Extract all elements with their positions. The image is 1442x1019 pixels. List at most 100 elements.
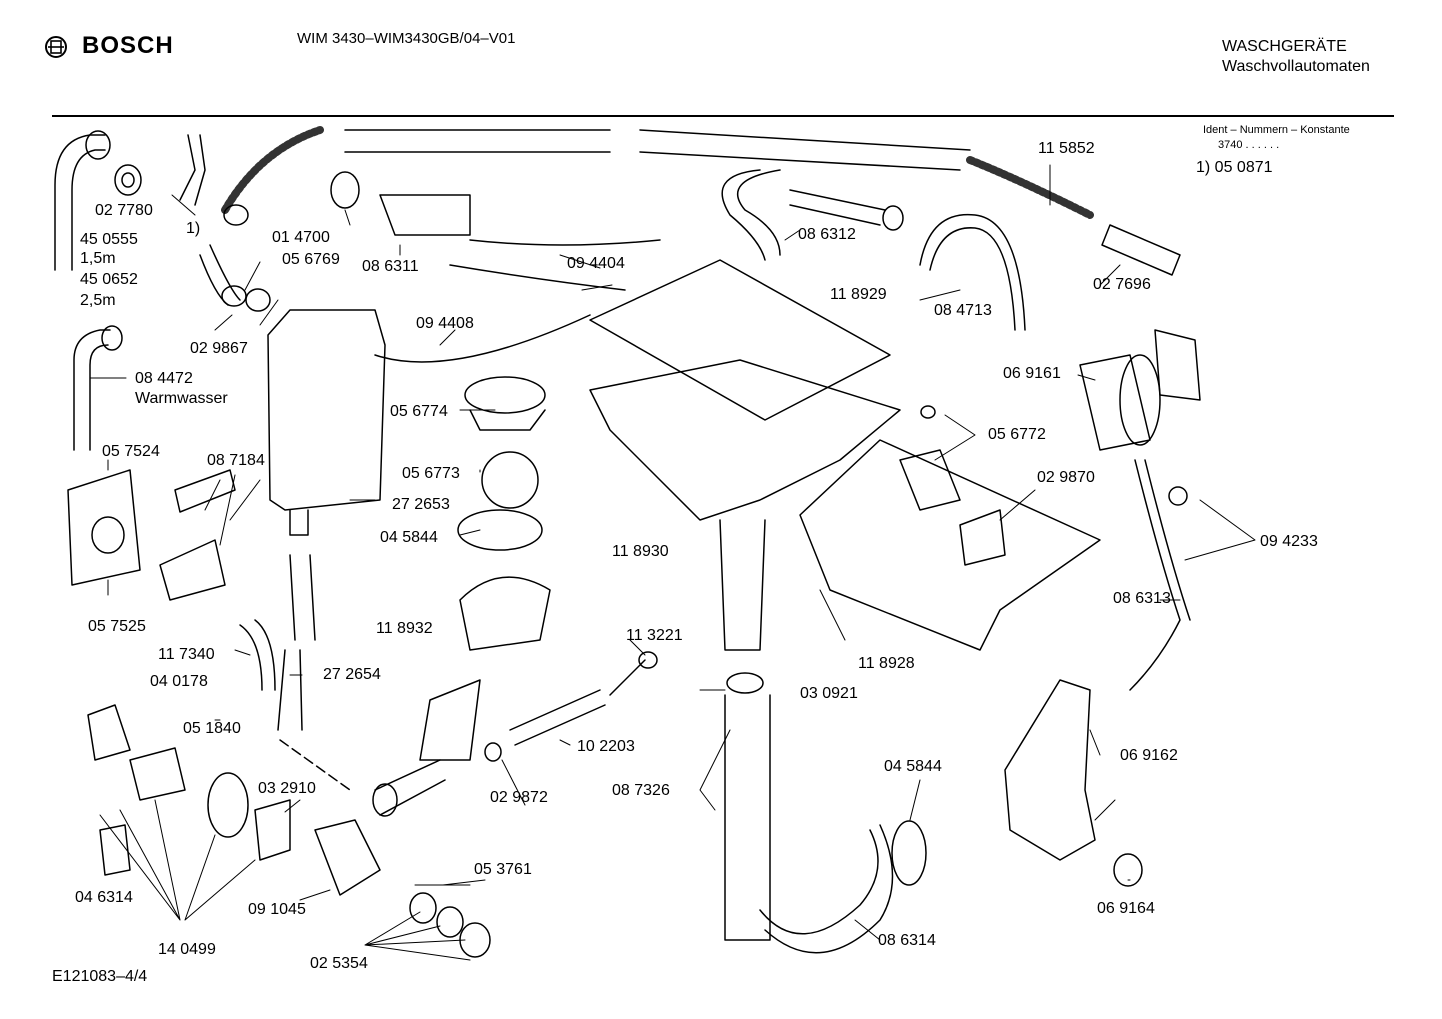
part-045844-b: 04 5844 [884,758,942,775]
seal-029867 [245,288,271,312]
part-087184: 08 7184 [207,452,265,469]
plate [1154,329,1201,401]
fan-040178 [87,704,131,761]
model-number: WIM 3430–WIM3430GB/04–V01 [297,30,516,47]
part-057525: 05 7525 [88,618,146,635]
part-014700: 01 4700 [272,229,330,246]
inlet-hose-long [344,129,971,171]
part-046314: 04 6314 [75,889,133,906]
switch-069161 [1079,354,1151,451]
cap-113221 [638,651,658,669]
part-118930: 11 8930 [612,543,669,560]
warm-water-hose [73,329,111,451]
rod-102203 [509,689,606,746]
ident-title: Ident – Nummern – Konstante [1203,124,1350,136]
part-450652: 45 0652 [80,271,138,288]
part-029872: 02 9872 [490,789,548,806]
valve-086311 [379,194,471,236]
part-086314: 08 6314 [878,932,936,949]
hose-086312 [721,169,781,261]
part-086313: 08 6313 [1113,590,1171,607]
footnote: 1) 05 0871 [1196,159,1273,176]
part-040178: 04 0178 [150,673,208,690]
hose-connector-027696 [1101,224,1181,276]
part-115852: 11 5852 [1038,140,1095,157]
bracket-056772 [899,449,961,511]
label-warmwasser: Warmwasser [135,390,228,407]
part-272654: 27 2654 [323,666,381,683]
part-069162: 06 9162 [1120,747,1178,764]
part-029867: 02 9867 [190,340,248,357]
valve-087184 [159,539,226,601]
ident-value: 3740 . . . . . . [1218,139,1280,151]
part-053761: 05 3761 [474,861,532,878]
hose-117340 [239,619,276,691]
part-140499: 14 0499 [158,941,216,958]
cover-plate-057524 [67,469,141,586]
part-094408: 09 4408 [416,315,474,332]
motor-140499 [129,747,186,801]
part-094404: 09 4404 [567,255,625,272]
hose-086314 [759,824,894,954]
part-051840: 05 1840 [183,720,241,737]
pump-091045 [314,819,381,896]
part-027780: 02 7780 [95,202,153,219]
part-094233: 09 4233 [1260,533,1318,550]
elbow-056769 [199,244,241,306]
part-025354: 02 5354 [310,955,368,972]
clip-084713 [919,213,1026,331]
filter-014700 [330,171,360,209]
part-056769: 05 6769 [282,251,340,268]
tray-118930 [589,359,901,521]
brand-name: BOSCH [82,32,174,59]
part-102203: 10 2203 [577,738,635,755]
part-032910: 03 2910 [258,780,316,797]
hose-272654 [277,554,316,731]
part-084472: 08 4472 [135,370,193,387]
part-086311: 08 6311 [362,258,419,275]
part-450555: 45 0555 [80,231,138,248]
ball-056773 [481,451,539,509]
seal-069164 [1113,853,1143,887]
category-title: WASCHGERÄTE [1222,38,1347,55]
corrugated-hose [221,126,324,214]
part-117340: 11 7340 [158,646,215,663]
part-084713: 08 4713 [934,302,992,319]
part-113221: 11 3221 [626,627,683,644]
clamp-045844 [457,509,543,551]
bracket-069162 [1004,679,1096,861]
part-118928: 11 8928 [858,655,915,672]
dispenser-272653 [267,309,386,511]
seal-094233 [1168,486,1188,506]
part-091045: 09 1045 [248,901,306,918]
clamp-045844b [891,820,927,886]
part-029870: 02 9870 [1037,469,1095,486]
part-056772: 05 6772 [988,426,1046,443]
hose-094404 [449,239,661,291]
part-056774: 05 6774 [390,403,448,420]
y-piece-drawing [179,134,206,206]
part-057524: 05 7524 [102,443,160,460]
hose-086313 [1129,459,1191,691]
part-087326: 08 7326 [612,782,670,799]
bracket-046314 [99,824,131,876]
part-118932: 11 8932 [376,620,433,637]
length-1-5m: 1,5m [80,250,116,267]
part-069161: 06 9161 [1003,365,1061,382]
seal-ring-027780 [114,164,142,196]
hose-094408 [374,314,591,363]
brand-logo: BOSCH [44,32,174,60]
seal-029870 [959,509,1006,566]
part-027696: 02 7696 [1093,276,1151,293]
ref-footnote-1: 1) [186,220,201,237]
part-272653: 27 2653 [392,496,450,513]
bellows-056774 [464,376,546,414]
drawing-id: E121083–4/4 [52,968,148,985]
seal-029872 [484,742,502,762]
part-086312: 08 6312 [798,226,856,243]
header-divider [52,115,1394,117]
lid-118929 [589,259,891,421]
cover-032910 [254,799,291,861]
disc-051840 [207,772,249,838]
